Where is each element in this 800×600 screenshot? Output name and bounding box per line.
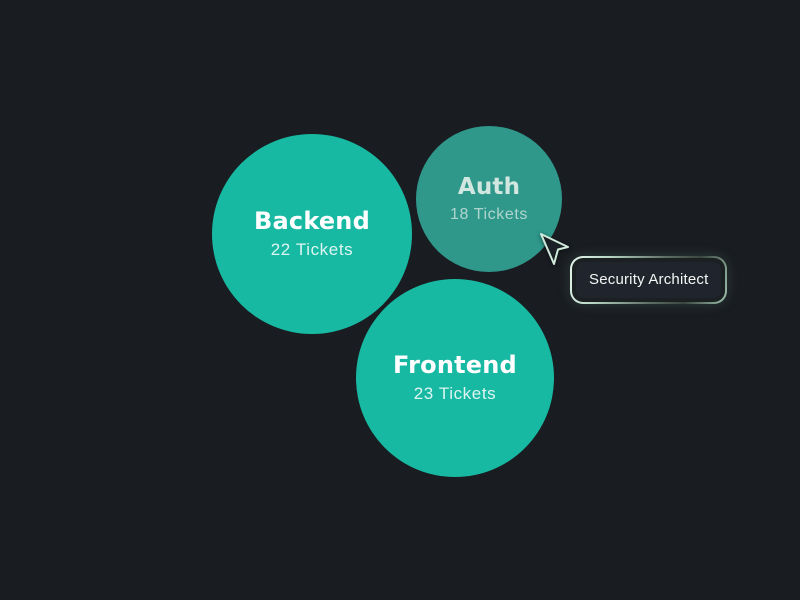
bubble-frontend[interactable]: Frontend 23 Tickets xyxy=(356,279,554,477)
bubble-auth[interactable]: Auth 18 Tickets xyxy=(416,126,562,272)
tooltip-label: Security Architect xyxy=(576,262,722,298)
tooltip-frame: Security Architect xyxy=(572,258,726,302)
tooltip: Security Architect xyxy=(570,256,728,304)
bubble-auth-label: Auth xyxy=(457,174,521,201)
bubble-backend-ticket-count: 22 Tickets xyxy=(270,239,354,259)
bubble-backend[interactable]: Backend 22 Tickets xyxy=(212,134,412,334)
bubble-backend-label: Backend xyxy=(254,207,370,235)
bubble-frontend-ticket-count: 23 Tickets xyxy=(413,383,497,403)
bubble-auth-ticket-count: 18 Tickets xyxy=(449,205,529,223)
bubble-frontend-label: Frontend xyxy=(393,351,517,379)
